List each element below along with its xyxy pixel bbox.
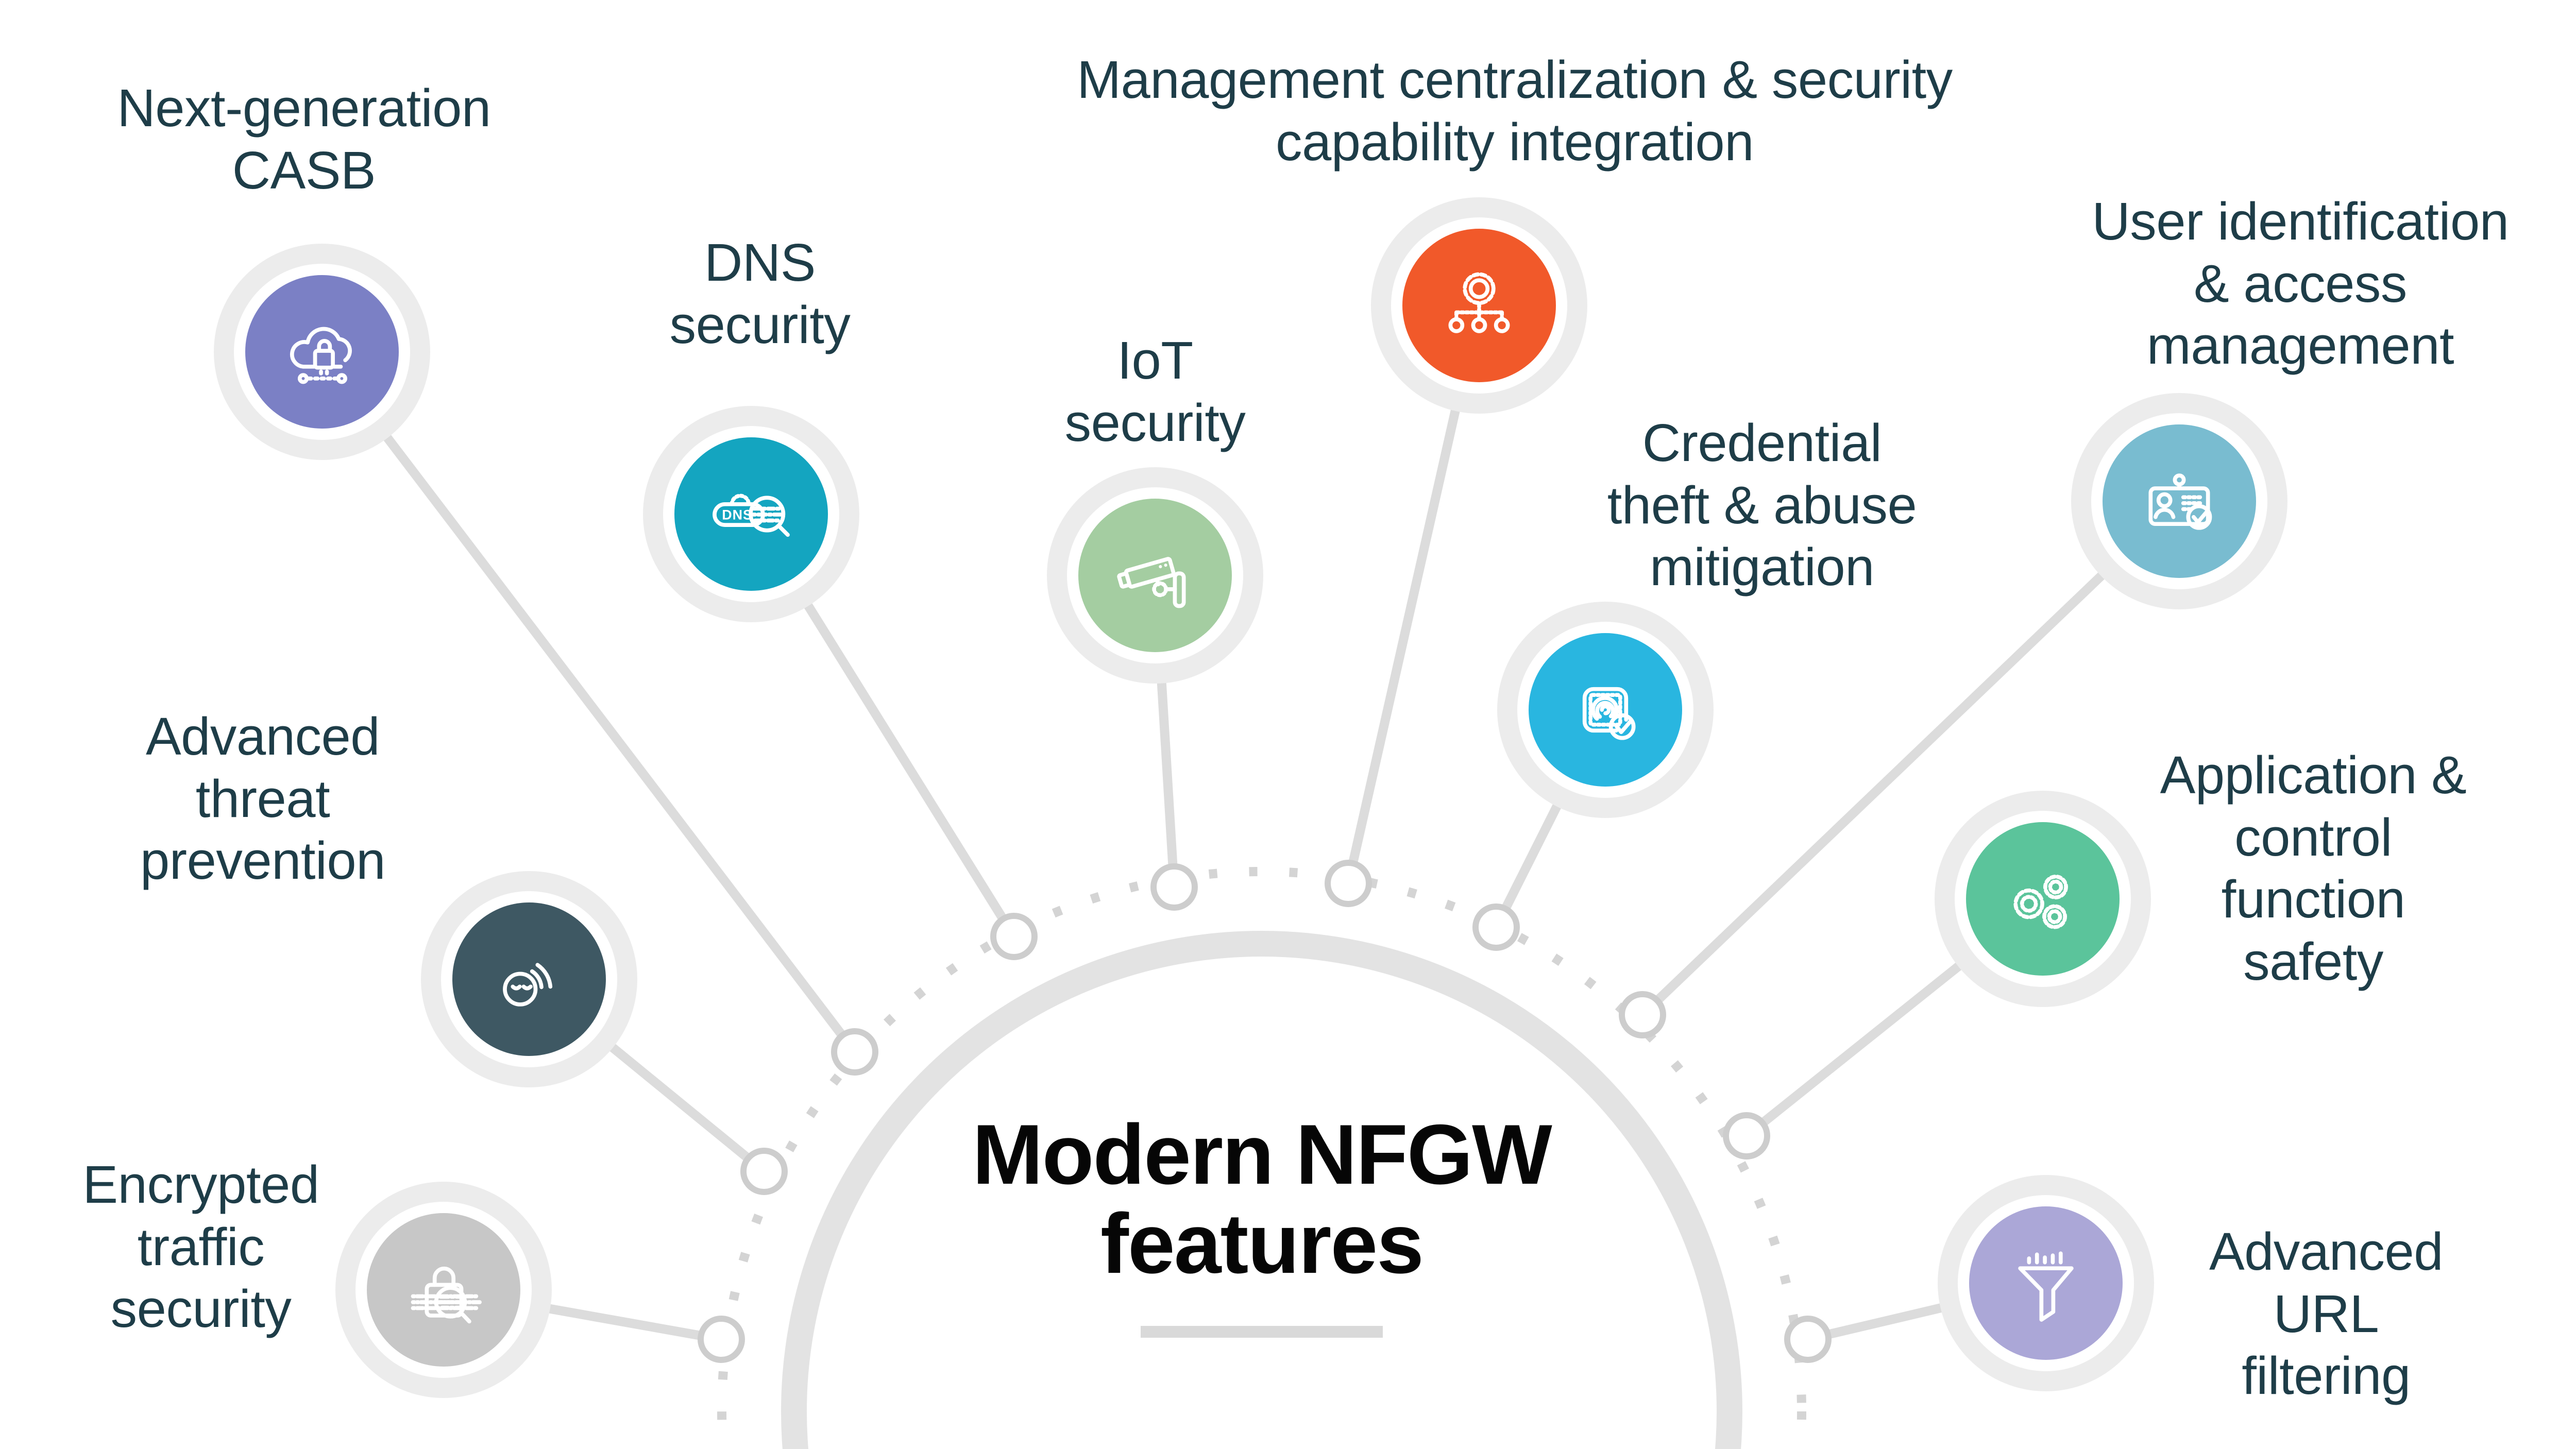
icon-disc <box>452 902 606 1056</box>
feature-user-identification <box>2071 393 2287 609</box>
feature-next-gen-casb <box>214 244 430 460</box>
connector-line <box>317 347 859 1056</box>
title-line-1: Modern NFGW <box>972 1107 1552 1202</box>
id-badge-check-icon <box>2148 473 2212 530</box>
icon-ring-gap <box>2091 413 2267 589</box>
dns-search-icon: DNS <box>713 493 790 537</box>
icon-disc <box>1969 1206 2123 1360</box>
connector-line <box>1638 497 2184 1019</box>
title-line-2: features <box>1100 1196 1424 1291</box>
icon-ring <box>421 871 637 1087</box>
title-underline-bar <box>1141 1325 1383 1338</box>
icon-ring: DNS <box>643 406 859 622</box>
arc-node <box>1784 1316 1832 1363</box>
feature-label-advanced-threat-prevention: Advanced threat prevention <box>140 707 386 890</box>
feature-label-dns-security: DNS security <box>669 233 851 354</box>
feature-advanced-url-filtering <box>1938 1175 2154 1391</box>
feature-label-credential-theft: Credential theft & abuse mitigation <box>1607 413 1917 596</box>
icon-ring <box>214 244 430 460</box>
cloud-lock-icon <box>290 327 352 384</box>
icon-ring <box>1935 791 2151 1007</box>
arc-node <box>1472 904 1520 951</box>
arc-node <box>831 1028 878 1076</box>
icon-ring <box>335 1182 552 1398</box>
arc-node <box>1723 1112 1770 1160</box>
hub-title: Modern NFGW features <box>953 1110 1571 1338</box>
icon-disc <box>245 275 399 429</box>
icon-ring-gap <box>1517 622 1693 798</box>
arc-node <box>1325 860 1372 907</box>
arc-node <box>1150 863 1198 911</box>
gear-hierarchy-icon <box>1448 272 1510 333</box>
feature-label-user-identification: User identification & access management <box>2092 192 2509 375</box>
icon-ring <box>2071 393 2287 609</box>
icon-ring <box>1938 1175 2154 1391</box>
icon-disc: DNS <box>674 437 828 591</box>
feature-label-advanced-url-filtering: Advanced URL filtering <box>2209 1222 2444 1405</box>
icon-ring <box>1371 197 1587 414</box>
icon-ring-gap <box>441 891 617 1067</box>
icon-disc <box>2103 424 2256 578</box>
arc-node <box>740 1148 788 1195</box>
icon-ring-gap <box>1391 217 1567 394</box>
feature-iot-security <box>1047 467 1263 684</box>
feature-advanced-threat-prevention <box>421 871 637 1087</box>
hub-semicircle <box>781 931 1742 1449</box>
threat-signal-icon <box>503 963 553 1007</box>
icon-disc <box>367 1213 520 1367</box>
funnel-icon <box>2018 1251 2074 1322</box>
feature-label-encrypted-traffic: Encrypted traffic security <box>82 1155 319 1338</box>
icon-ring-gap <box>1958 1195 2134 1371</box>
icon-disc <box>1402 229 1556 382</box>
feature-management-centralization <box>1371 197 1587 414</box>
svg-text:DNS: DNS <box>722 507 753 523</box>
icon-ring-gap <box>1955 811 2131 987</box>
arc-node <box>990 913 1038 960</box>
feature-label-iot-security: IoT security <box>1064 331 1246 452</box>
cctv-camera-icon <box>1117 557 1186 608</box>
icon-disc <box>1966 822 2120 976</box>
icon-ring-gap <box>234 264 410 440</box>
lock-search-icon <box>411 1266 482 1324</box>
icon-ring-gap: DNS <box>663 426 839 602</box>
icon-ring-gap <box>1067 487 1243 663</box>
dotted-arc <box>717 867 1806 1449</box>
icon-disc <box>1529 633 1682 787</box>
feature-credential-theft <box>1497 602 1714 818</box>
feature-label-next-gen-casb: Next-generation CASB <box>117 78 491 200</box>
icon-ring <box>1497 602 1714 818</box>
arc-node <box>698 1316 745 1363</box>
icon-ring-gap <box>355 1202 532 1378</box>
icon-disc <box>1078 499 1232 652</box>
feature-label-application-control: Application & control function safety <box>2160 745 2467 991</box>
feature-encrypted-traffic <box>335 1182 552 1398</box>
feature-application-control <box>1935 791 2151 1007</box>
fingerprint-check-icon <box>1582 687 1636 740</box>
icon-ring <box>1047 467 1263 684</box>
gears-icon <box>2013 874 2068 929</box>
feature-label-management-centralization: Management centralization & security cap… <box>1077 50 1953 172</box>
arc-node <box>1619 991 1666 1038</box>
feature-dns-security: DNS <box>643 406 859 622</box>
